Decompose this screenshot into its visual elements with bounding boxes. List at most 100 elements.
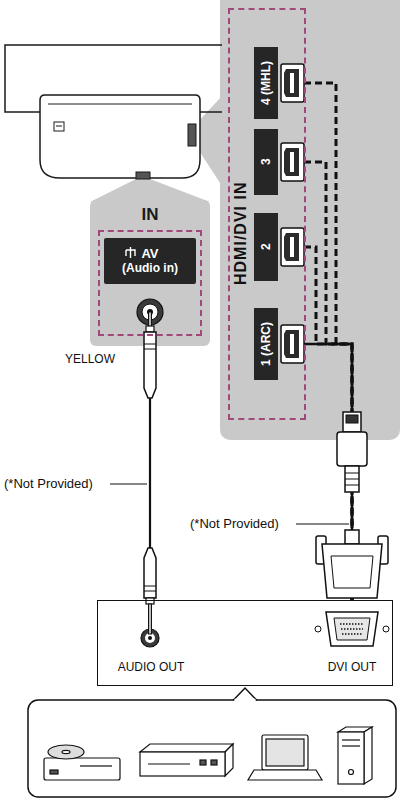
set-top-box-icon [140, 752, 225, 776]
hdmi-socket [290, 73, 294, 93]
pc-tower-icon [338, 732, 364, 784]
tv-rear-view [188, 124, 196, 146]
hdmi-port: 4 (MHL) [254, 47, 304, 119]
device-dvi-port [340, 624, 364, 634]
dvd-player-icon [44, 758, 120, 780]
set-top-box-icon [200, 760, 206, 765]
input-subname: (Audio in) [122, 261, 178, 276]
dvd-player-icon [44, 745, 120, 780]
tv-rear-view [56, 126, 62, 127]
hdmi-socket [281, 228, 304, 266]
hdmi-socket [290, 152, 294, 172]
source-device: AUDIO OUT DVI OUT [97, 600, 393, 686]
dvi-plug [316, 530, 388, 598]
port-name: AUDIO OUT [106, 660, 196, 675]
panel-heading: IN [90, 205, 210, 225]
port-number: 1 (ARC) [254, 308, 278, 380]
not-provided-note: (*Not Provided) [190, 516, 279, 531]
audio-plug [144, 548, 156, 598]
dvi-plug [345, 530, 359, 544]
tv-rear-view [40, 95, 200, 178]
hdmi-socket [290, 334, 294, 354]
laptop-icon [248, 735, 322, 780]
set-top-box-icon [225, 744, 233, 776]
device-group-box [233, 688, 257, 701]
pc-tower-icon [342, 739, 360, 740]
port-name: DVI OUT [314, 660, 390, 675]
tv-rear-view [48, 104, 192, 105]
dvi-plug [331, 556, 373, 588]
audio-plug [144, 344, 156, 349]
leader-line [110, 484, 147, 485]
hdmi-plug [337, 412, 367, 492]
set-top-box-icon [148, 763, 190, 764]
hdmi-socket [284, 233, 299, 261]
laptop-icon [262, 735, 308, 770]
dvd-player-icon [50, 770, 58, 774]
hdmi-port: 3 [254, 129, 304, 195]
tv-rear-view [136, 172, 150, 179]
alternate-port-line [304, 83, 352, 600]
dvd-player-icon [62, 750, 70, 753]
hdmi-socket [290, 237, 294, 257]
audio-plug [144, 548, 156, 634]
audio-plug [144, 586, 156, 591]
hdmi-socket [284, 330, 299, 358]
hdmi-socket [281, 325, 304, 363]
tv-rear-view [54, 122, 64, 131]
audio-plug [149, 604, 152, 634]
dvd-player-icon [48, 745, 84, 759]
input-callout: IN AV(Audio in) [90, 200, 210, 346]
set-top-box-icon [140, 744, 233, 776]
device-group-box [235, 699, 256, 702]
hdmi-socket [281, 64, 304, 102]
av-input-icon [126, 247, 135, 258]
audio-plug [144, 332, 156, 398]
set-top-box-icon [140, 744, 233, 752]
zoom-callout [220, 0, 400, 440]
tv-rear-view [200, 111, 222, 113]
dvd-player-icon [80, 765, 112, 766]
hdmi-port-group: HDMI/DVI IN4 (MHL) 3 2 1 (ARC) [228, 8, 306, 420]
pc-tower-icon [338, 727, 372, 784]
not-provided-note: (*Not Provided) [4, 476, 93, 491]
audio-plug [144, 312, 156, 398]
zoom-callout [90, 200, 210, 346]
av-jack-box: AV(Audio in) [98, 230, 202, 336]
dvi-plug [322, 544, 382, 598]
laptop-icon [266, 739, 304, 766]
device-dvi-port [334, 618, 370, 640]
cable-color-note: YELLOW [65, 352, 115, 367]
laptop-icon [248, 770, 322, 780]
hdmi-port: 1 (ARC) [254, 308, 304, 380]
device-dvi-port [326, 612, 378, 646]
hdmi-socket [284, 148, 299, 176]
device-dvi-port [315, 612, 389, 646]
hdmi-socket [281, 325, 304, 363]
device-audio-jack [148, 636, 152, 640]
hdmi-socket [281, 228, 304, 266]
hdmi-port: 2 [254, 213, 304, 281]
device-group-box [28, 700, 396, 797]
device-group-box [28, 688, 396, 797]
input-name: AV [141, 246, 158, 261]
hdmi-socket [281, 143, 304, 181]
tv-rear-view [5, 45, 222, 179]
hdmi-plug [343, 412, 361, 432]
zoom-callout [90, 179, 210, 202]
hdmi-socket [281, 143, 304, 181]
hdmi-socket [281, 64, 304, 102]
device-dvi-port [383, 626, 389, 632]
pc-tower-icon [342, 745, 360, 746]
port-group-title: HDMI/DVI IN [230, 138, 252, 328]
port-number: 2 [254, 213, 278, 281]
pc-tower-icon [364, 727, 372, 784]
hdmi-plug [345, 473, 359, 485]
port-number: 4 (MHL) [254, 47, 278, 119]
hdmi-plug [337, 432, 367, 466]
set-top-box-icon [211, 760, 217, 765]
